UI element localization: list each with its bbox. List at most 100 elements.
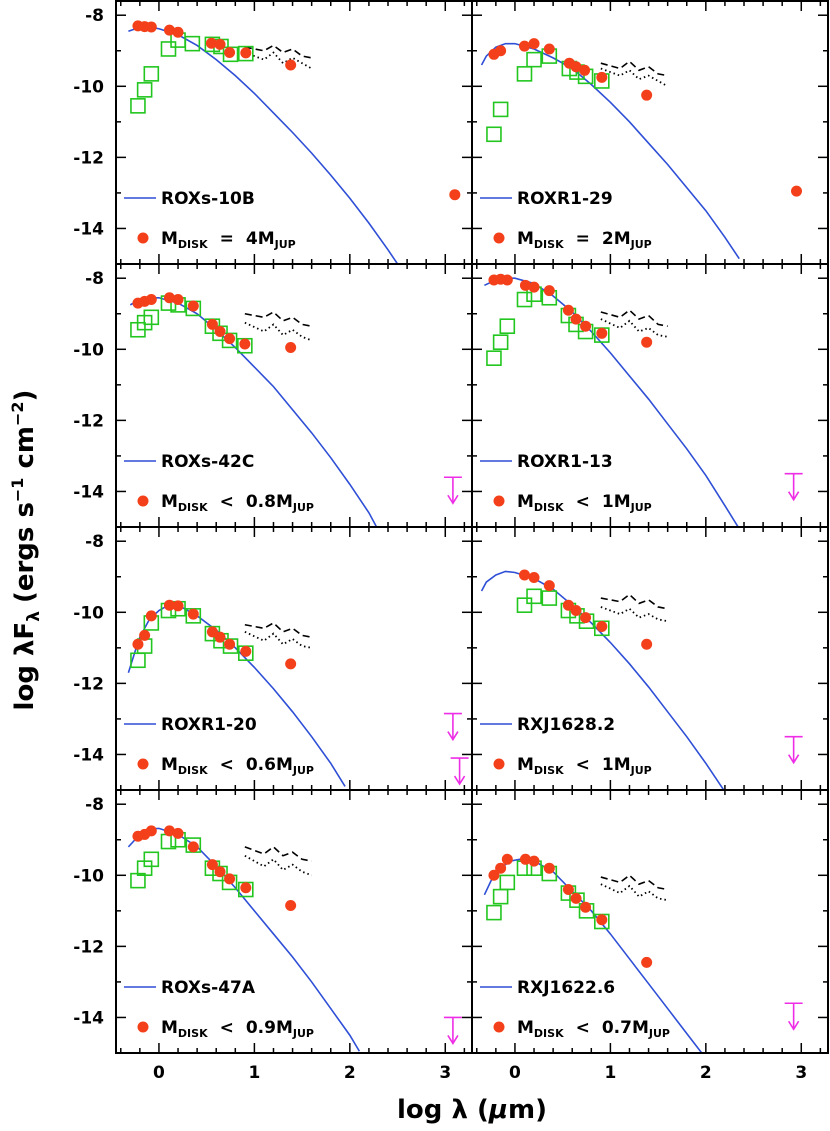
detection-point [187, 608, 199, 620]
detection-point [570, 892, 582, 904]
detection-point [518, 569, 530, 581]
y-tick-label: -10 [73, 603, 104, 623]
upper-limit-arrowhead [787, 491, 800, 502]
dereddened-point [499, 874, 516, 891]
dereddened-point [516, 291, 533, 308]
detection-point [562, 884, 574, 896]
detection-point [528, 38, 540, 50]
detection-point [449, 189, 461, 201]
legend-disk-mass: MDISK=4MJUP [161, 229, 296, 251]
upper-limit-marker [784, 472, 803, 502]
y-tick-label: -10 [73, 866, 104, 886]
detection-point [543, 580, 555, 592]
panel-plot-area [128, 20, 461, 264]
dereddened-point [486, 350, 502, 366]
y-tick-label: -14 [73, 745, 104, 765]
detection-point [187, 841, 199, 853]
upper-limit-arrowhead [787, 1020, 800, 1031]
legend-star-name: ROXR1-13 [517, 452, 613, 472]
legend-disk-mass: MDISK=2MJUP [517, 229, 652, 251]
legend-disk-mass: MDISK<0.9MJUP [161, 1018, 314, 1040]
mdisk-subscript: DISK [178, 1027, 208, 1040]
dereddened-point [160, 41, 177, 57]
upper-limit-arrowhead [453, 775, 466, 786]
detection-point [596, 621, 608, 633]
y-tick-label: -12 [73, 937, 104, 957]
detection-point [543, 285, 555, 297]
disk-model-dotted [600, 883, 668, 902]
panel-plot-area [484, 273, 803, 527]
mdisk-value: 0.8 [246, 492, 276, 512]
mdisk-subscript: DISK [534, 1027, 564, 1040]
legend-detection-swatch [493, 1021, 505, 1033]
legend-detection-swatch [493, 758, 505, 770]
dereddened-point [130, 98, 146, 114]
detection-point [239, 338, 251, 350]
disk-model-dashed [244, 621, 312, 638]
mdisk-prefix: M [161, 755, 178, 775]
mdisk-relation: < [220, 755, 234, 775]
mdisk-subscript: DISK [178, 764, 208, 777]
x-tick-label: 2 [700, 1063, 712, 1083]
mdisk-subscript: DISK [534, 238, 564, 251]
dereddened-point [541, 590, 558, 606]
y-title-units: (ergs s [10, 502, 40, 603]
dereddened-point [486, 126, 502, 143]
dereddened-point [492, 888, 509, 905]
upper-limit-marker [784, 1002, 803, 1031]
disk-model-dotted [600, 318, 668, 338]
disk-model-dashed [244, 310, 312, 327]
disk-model-dashed [600, 874, 668, 891]
legend-star-name: ROXs-10B [161, 189, 255, 209]
detection-point [285, 342, 297, 354]
dereddened-point [143, 309, 160, 326]
detection-point [224, 873, 236, 885]
mdisk-value: 0.6 [246, 755, 276, 775]
dereddened-point [486, 904, 502, 921]
dereddened-point [143, 66, 160, 82]
detection-point [163, 24, 175, 36]
mjup-prefix: M [614, 755, 631, 775]
mdisk-value: 1 [602, 755, 614, 775]
legend-detection-swatch [137, 1021, 149, 1033]
y-tick-label: -14 [73, 1008, 104, 1028]
mjup-prefix: M [276, 755, 293, 775]
upper-limit-marker [784, 735, 803, 765]
legend-detection-swatch [493, 495, 505, 507]
x-tick-label: 1 [248, 1063, 260, 1083]
mdisk-relation: = [220, 229, 234, 249]
dereddened-point [516, 66, 533, 82]
detection-point [145, 294, 157, 306]
mdisk-value: 2 [602, 229, 614, 249]
mdisk-value: 0.9 [246, 1018, 276, 1038]
detection-point [596, 327, 608, 339]
panel-plot-area [127, 825, 462, 1052]
panel-plot-area [483, 853, 803, 1053]
disk-model-dashed [600, 309, 668, 327]
y-tick-label: -14 [73, 219, 104, 239]
detection-point [562, 304, 574, 316]
panel-frame [471, 526, 829, 791]
mdisk-value: 1 [602, 492, 614, 512]
x-title-mu: μ [488, 1095, 508, 1125]
detection-point [495, 862, 507, 874]
mjup-subscript: JUP [630, 764, 652, 777]
detection-point [132, 638, 144, 650]
panel-plot-area [129, 292, 462, 527]
detection-point [163, 292, 175, 304]
mdisk-prefix: M [517, 492, 534, 512]
mjup-subscript: JUP [292, 501, 314, 514]
mdisk-subscript: DISK [534, 764, 564, 777]
detection-point [224, 333, 236, 345]
x-tick-label: 3 [439, 1063, 451, 1083]
upper-limit-arrowhead [447, 494, 459, 505]
detection-point [145, 21, 157, 33]
mdisk-subscript: DISK [178, 501, 208, 514]
detection-point [543, 43, 555, 55]
legend-detection-swatch [137, 232, 149, 244]
mjup-subscript: JUP [648, 1027, 670, 1040]
mdisk-value: 0.7 [602, 1018, 632, 1038]
detection-point [596, 71, 608, 83]
